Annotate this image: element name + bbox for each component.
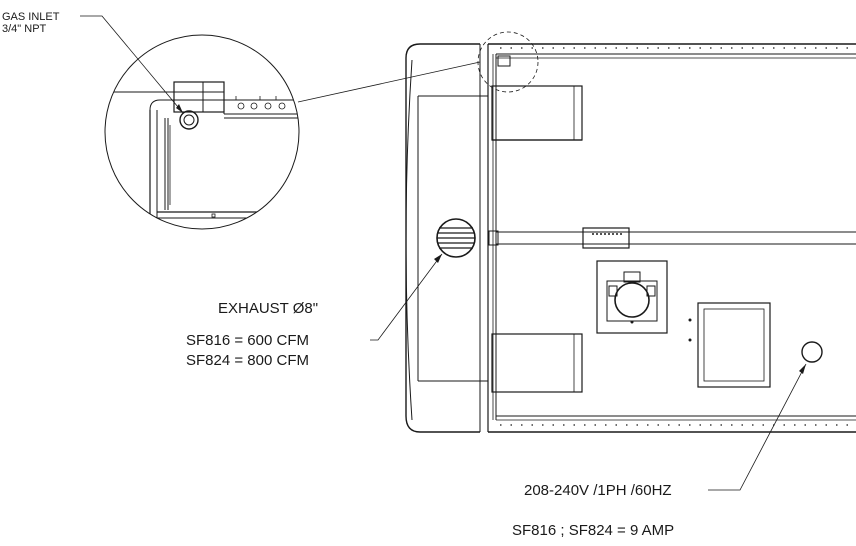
power-arrowhead	[799, 364, 806, 374]
switch-box	[582, 227, 630, 249]
power-label: 208-240V /1PH /60HZ	[524, 482, 672, 499]
exhaust-leader	[370, 253, 443, 341]
gas-inlet-leader	[80, 15, 184, 114]
exhaust-grille	[436, 218, 476, 258]
amps-label: SF816 ; SF824 = 9 AMP	[512, 522, 674, 539]
gas-inlet-label-line1: GAS INLET	[2, 11, 60, 23]
gas-inlet-arrowhead	[176, 104, 183, 113]
sf824-cfm-label: SF824 = 800 CFM	[186, 352, 309, 369]
sf816-cfm-label: SF816 = 600 CFM	[186, 332, 309, 349]
detail-connector-line	[297, 61, 481, 103]
heater-unit-top-view	[405, 31, 856, 433]
gas-inlet-detail	[104, 34, 300, 230]
control-box	[697, 302, 771, 388]
electrical-knockout	[801, 341, 823, 363]
power-leader	[708, 363, 807, 491]
exhaust-arrowhead	[434, 254, 442, 263]
gas-inlet-label-line2: 3/4" NPT	[2, 23, 47, 35]
exhaust-label: EXHAUST Ø8"	[218, 300, 318, 317]
blower-motor-plate	[596, 260, 668, 334]
